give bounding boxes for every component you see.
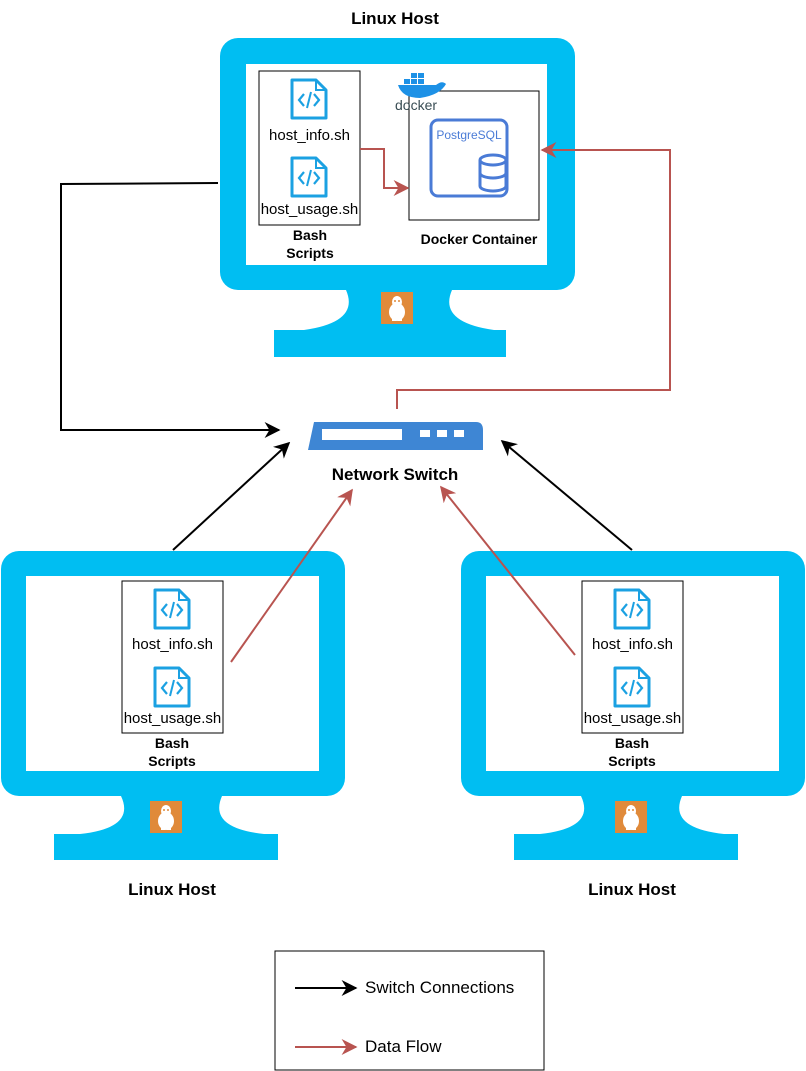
top-host-info-script-label: host_info.sh: [269, 127, 350, 144]
switch-connection-left-host: [172, 441, 291, 551]
linux-tux-icon: [380, 291, 414, 325]
postgresql-logo-text: PostgreSQL: [436, 128, 502, 142]
switch-connection-right-host: [500, 439, 633, 551]
left-host-info-script-label: host_info.sh: [132, 636, 213, 653]
legend-data-flow-label: Data Flow: [365, 1037, 442, 1056]
right-scripts-caption-line2: Scripts: [608, 753, 656, 769]
right-host-info-script-label: host_info.sh: [592, 636, 673, 653]
docker-container-caption: Docker Container: [420, 231, 538, 247]
linux-tux-icon: [614, 800, 648, 834]
left-bash-scripts-box: [121, 580, 224, 734]
postgresql-icon: [429, 118, 509, 198]
docker-whale-icon: [398, 73, 446, 98]
data-flow-scripts-to-db: [360, 148, 410, 196]
right-bash-scripts-box: [581, 580, 684, 734]
network-switch-icon: [308, 422, 483, 450]
docker-logo-text: docker: [395, 97, 438, 113]
network-switch-label: Network Switch: [331, 465, 459, 484]
left-monitor: [1, 551, 345, 860]
left-scripts-caption-line1: Bash: [154, 735, 190, 751]
right-scripts-caption-line1: Bash: [614, 735, 650, 751]
top-host-title: Linux Host: [351, 9, 439, 28]
legend: [274, 950, 545, 1071]
data-flow-switch-to-db: [396, 142, 671, 409]
top-scripts-caption-line1: Bash: [292, 227, 328, 243]
docker-container-box: [408, 90, 540, 221]
left-host-title: Linux Host: [128, 880, 216, 899]
top-monitor: [220, 38, 575, 357]
legend-switch-connections-label: Switch Connections: [365, 978, 515, 997]
switch-connection-top-host: [60, 182, 281, 438]
data-flow-left-host: [230, 488, 353, 663]
right-host-title: Linux Host: [588, 880, 676, 899]
linux-tux-icon: [149, 800, 183, 834]
left-host-usage-script-label: host_usage.sh: [123, 710, 222, 727]
data-flow-right-host: [440, 485, 576, 656]
left-scripts-caption-line2: Scripts: [148, 753, 196, 769]
top-host-usage-script-label: host_usage.sh: [260, 201, 359, 218]
right-host-usage-script-label: host_usage.sh: [583, 710, 682, 727]
top-scripts-caption-line2: Scripts: [286, 245, 334, 261]
